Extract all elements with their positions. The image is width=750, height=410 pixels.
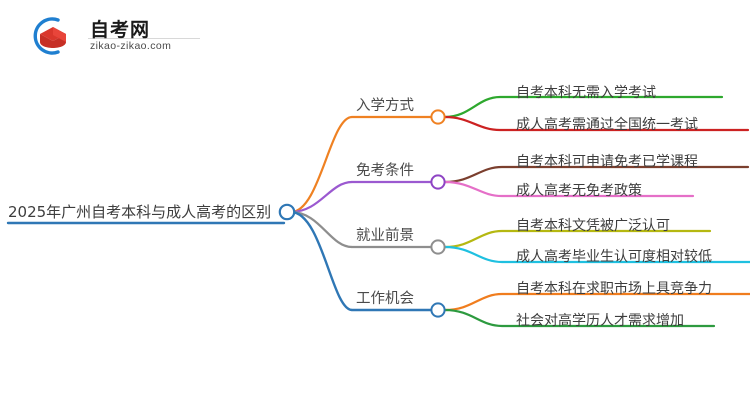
site-logo: 自考网 zikao-zikao.com	[28, 12, 200, 58]
branch-label-employment-prospects[interactable]: 就业前景	[356, 228, 414, 244]
leaf-label-3-2[interactable]: 成人高考毕业生认可度相对较低	[516, 249, 712, 265]
branch-node-circle-3	[430, 239, 446, 255]
branch-node-circle-4	[430, 302, 446, 318]
root-topic-label[interactable]: 2025年广州自考本科与成人高考的区别	[8, 203, 272, 221]
branch-node-circle-1	[430, 109, 446, 125]
leaf-label-4-1[interactable]: 自考本科在求职市场上具竞争力	[516, 281, 712, 297]
link-root-to-branch-4	[290, 210, 353, 312]
branch-node-circle-2	[430, 174, 446, 190]
link-root-to-branch-1	[290, 115, 353, 214]
leaf-label-2-2[interactable]: 成人高考无免考政策	[516, 183, 642, 199]
link-root-to-branch-3	[290, 210, 353, 249]
leaf-label-4-2[interactable]: 社会对高学历人才需求增加	[516, 313, 684, 329]
branch-label-job-opportunities[interactable]: 工作机会	[356, 291, 414, 307]
leaf-label-1-1[interactable]: 自考本科无需入学考试	[516, 85, 656, 101]
root-node-circle	[278, 203, 296, 221]
link-root-to-branch-2	[290, 180, 353, 214]
logo-name: 自考网	[90, 19, 151, 41]
leaf-label-2-1[interactable]: 自考本科可申请免考已学课程	[516, 154, 698, 170]
graduation-book-logo-icon	[28, 14, 72, 56]
leaf-label-3-1[interactable]: 自考本科文凭被广泛认可	[516, 218, 670, 234]
logo-divider	[88, 38, 200, 39]
branch-label-exemption-conditions[interactable]: 免考条件	[356, 163, 414, 179]
branch-label-entry-method[interactable]: 入学方式	[356, 98, 414, 114]
logo-url: zikao-zikao.com	[90, 40, 172, 52]
leaf-label-1-2[interactable]: 成人高考需通过全国统一考试	[516, 117, 698, 133]
